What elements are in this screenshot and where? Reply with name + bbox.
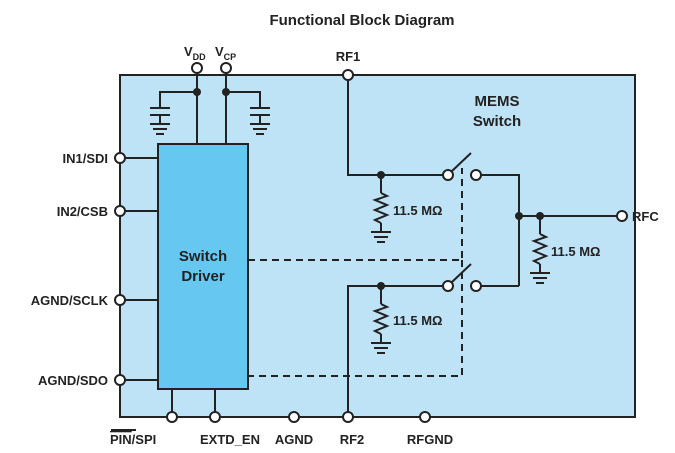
switch-driver-label-line2: Driver xyxy=(181,268,225,285)
rf1-pin xyxy=(342,69,354,81)
vcp-pin xyxy=(220,62,232,74)
switch-driver-block xyxy=(157,143,249,390)
capacitor-icon xyxy=(250,107,270,124)
agnd-pin xyxy=(288,411,300,423)
rf2-junction-dot xyxy=(377,282,385,290)
r1-value-label: 11.5 MΩ xyxy=(393,203,442,218)
r2-value-label: 11.5 MΩ xyxy=(393,313,442,328)
extd-en-pin xyxy=(209,411,221,423)
rfc-junction-dot-a xyxy=(515,212,523,220)
capacitor-icon xyxy=(150,107,170,124)
upper-switch-output-wire xyxy=(481,174,520,286)
rf2-label: RF2 xyxy=(340,432,365,447)
ground-icon xyxy=(250,123,270,135)
vdd-label: VDD xyxy=(184,44,206,62)
rfgnd-label: RFGND xyxy=(407,432,453,447)
control-dashed-lines xyxy=(248,168,463,377)
rfc-pin xyxy=(616,210,628,222)
resistor-icon xyxy=(372,192,390,224)
rfc-label: RFC xyxy=(632,209,659,224)
ground-icon xyxy=(150,123,170,135)
agnd-sclk-label: AGND/SCLK xyxy=(31,293,109,308)
package-label-line2: Switch xyxy=(473,113,521,130)
supply-rail-wiring xyxy=(159,68,261,144)
pin-spi-pin xyxy=(166,411,178,423)
switch-driver-label-line1: Switch xyxy=(179,248,227,265)
vcp-junction-dot xyxy=(222,88,230,96)
extd-en-label: EXTD_EN xyxy=(200,432,260,447)
bottom-pin-wiring xyxy=(171,389,216,412)
rf1-junction-dot xyxy=(377,171,385,179)
vcp-label: VCP xyxy=(215,44,236,62)
rc-value-label: 11.5 MΩ xyxy=(551,244,600,259)
vdd-junction-dot xyxy=(193,88,201,96)
ground-icon xyxy=(371,231,391,243)
in2-csb-pin xyxy=(114,205,126,217)
resistor-icon xyxy=(531,233,549,265)
package-label-line1: MEMS xyxy=(475,93,520,110)
rf2-pin xyxy=(342,411,354,423)
in2-csb-label: IN2/CSB xyxy=(57,204,108,219)
in1-sdi-label: IN1/SDI xyxy=(62,151,108,166)
agnd-sclk-pin xyxy=(114,294,126,306)
pin-spi-label: PIN/SPI xyxy=(110,432,156,447)
resistor-icon xyxy=(372,303,390,335)
ground-icon xyxy=(371,342,391,354)
in1-sdi-pin xyxy=(114,152,126,164)
agnd-sdo-pin xyxy=(114,374,126,386)
vdd-pin xyxy=(191,62,203,74)
pin-overbar-text: PIN xyxy=(110,432,132,447)
ground-icon xyxy=(530,272,550,284)
rf1-label: RF1 xyxy=(336,49,361,64)
diagram-title: Functional Block Diagram xyxy=(269,12,454,29)
rfc-junction-dot-b xyxy=(536,212,544,220)
agnd-sdo-label: AGND/SDO xyxy=(38,373,108,388)
left-pin-wiring xyxy=(125,157,158,381)
switch-icon xyxy=(442,152,482,181)
agnd-label: AGND xyxy=(275,432,313,447)
rfgnd-pin xyxy=(419,411,431,423)
